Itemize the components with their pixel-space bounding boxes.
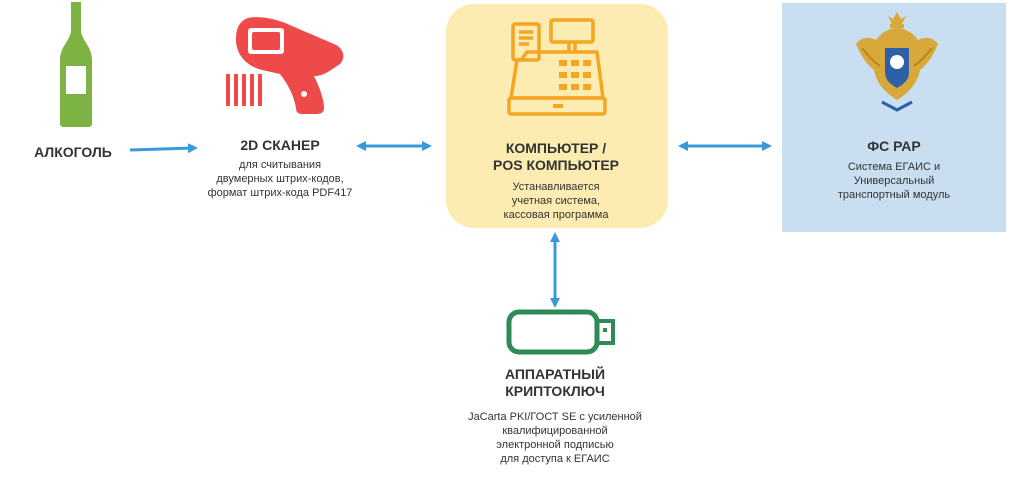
alcohol-title: АЛКОГОЛЬ xyxy=(34,144,112,160)
pos-desc: Устанавливается учетная система, кассова… xyxy=(503,181,609,221)
scanner-title: 2D СКАНЕР xyxy=(240,137,320,153)
fsrar-desc: Система ЕГАИС и Универсальный транспортн… xyxy=(837,161,951,201)
cash-register-icon xyxy=(507,18,607,116)
scanner-desc: для считывания двумерных штрих-кодов, фо… xyxy=(207,159,353,199)
cryptokey-title: АППАРАТНЫЙ КРИПТОКЛЮЧ xyxy=(504,366,606,399)
bottle-icon xyxy=(60,2,92,127)
fsrar-title: ФС РАР xyxy=(867,138,921,154)
cryptokey-desc: JaCarta PKI/ГОСТ SE с усиленной квалифиц… xyxy=(468,411,642,465)
coat-of-arms-icon xyxy=(856,12,938,112)
pos-title: КОМПЬЮТЕР / POS КОМПЬЮТЕР xyxy=(493,140,619,173)
barcode-scanner-icon xyxy=(226,17,344,114)
usb-key-icon xyxy=(506,309,615,355)
